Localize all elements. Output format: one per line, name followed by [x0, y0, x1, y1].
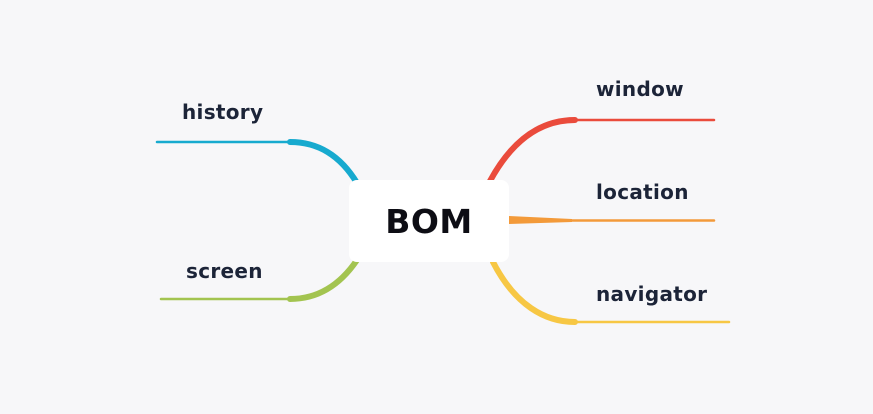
branch-window-curve: [488, 118, 716, 183]
branch-node-navigator[interactable]: navigator: [596, 282, 707, 306]
branch-location-taper: [509, 216, 572, 224]
branch-window-connector: [487, 117, 716, 184]
branch-history-label: history: [182, 100, 264, 124]
branch-screen-taper: [287, 257, 360, 302]
branch-window-label: window: [596, 77, 684, 101]
central-node-bom[interactable]: BOM: [349, 180, 509, 262]
branch-navigator-taper: [490, 259, 578, 325]
branch-node-window[interactable]: window: [596, 77, 684, 101]
branch-history-curve: [155, 140, 359, 185]
branch-history-taper: [287, 139, 360, 186]
branch-node-history[interactable]: history: [182, 100, 263, 124]
branch-node-screen[interactable]: screen: [186, 259, 263, 283]
branch-location-connector: [509, 216, 716, 224]
branch-window-taper: [487, 117, 578, 184]
branch-navigator-label: navigator: [596, 282, 708, 306]
central-node-label: BOM: [385, 201, 473, 241]
branch-location-label: location: [596, 180, 689, 204]
branch-screen-label: screen: [186, 259, 263, 283]
branch-screen-connector: [159, 257, 360, 302]
branch-history-connector: [155, 139, 360, 186]
branch-node-location[interactable]: location: [596, 180, 689, 204]
branch-navigator-connector: [490, 259, 731, 325]
